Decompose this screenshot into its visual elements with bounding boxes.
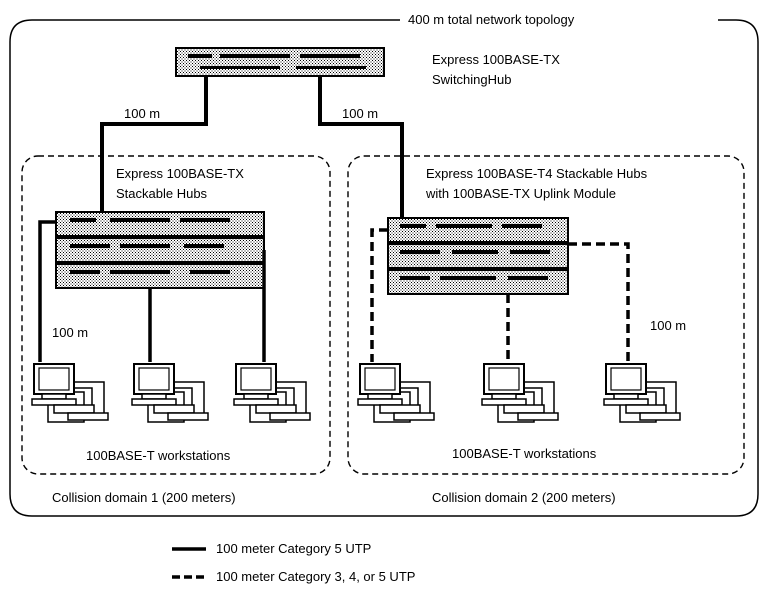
- domain1-workstation-2: [131, 363, 209, 423]
- diagram-title: 400 m total network topology: [408, 12, 575, 27]
- domain2-drop-length: 100 m: [650, 318, 686, 333]
- domain2-caption: Collision domain 2 (200 meters): [432, 490, 616, 505]
- domain2-workstations-label: 100BASE-T workstations: [452, 446, 597, 461]
- trunk-left-cable: [100, 76, 208, 212]
- domain2-cable-ws1: [370, 228, 388, 362]
- domain1-workstation-1: [31, 363, 109, 423]
- trunk-right-length: 100 m: [342, 106, 378, 121]
- domain2-workstation-2: [481, 363, 559, 423]
- domain1-hub-label-line1: Express 100BASE-TX: [116, 166, 244, 181]
- domain1-hub-label-line2: Stackable Hubs: [116, 186, 208, 201]
- switching-hub-label-line1: Express 100BASE-TX: [432, 52, 560, 67]
- domain2-stackable-hubs: [387, 217, 569, 295]
- domain1-cable-ws1: [38, 220, 56, 362]
- domain1-caption: Collision domain 1 (200 meters): [52, 490, 236, 505]
- domain2-boundary: [347, 155, 745, 475]
- domain2-cable-ws3: [568, 242, 630, 362]
- domain1-drop-length: 100 m: [52, 325, 88, 340]
- domain2-hub-label-line2: with 100BASE-TX Uplink Module: [425, 186, 616, 201]
- legend-dashed-label: 100 meter Category 3, 4, or 5 UTP: [216, 569, 415, 584]
- legend-solid-label: 100 meter Category 5 UTP: [216, 541, 371, 556]
- outer-boundary: [9, 19, 759, 517]
- domain1-workstations-label: 100BASE-T workstations: [86, 448, 231, 463]
- domain1-boundary: [21, 155, 331, 475]
- domain2-workstation-3: [603, 363, 681, 423]
- domain2-hub-label-line1: Express 100BASE-T4 Stackable Hubs: [426, 166, 648, 181]
- domain1-stackable-hubs: [55, 211, 265, 289]
- switching-hub: [175, 47, 385, 77]
- legend: 100 meter Category 5 UTP 100 meter Categ…: [172, 541, 415, 584]
- domain2-workstation-1: [357, 363, 435, 423]
- trunk-left-length: 100 m: [124, 106, 160, 121]
- domain1-workstation-3: [233, 363, 311, 423]
- switching-hub-label-line2: SwitchingHub: [432, 72, 512, 87]
- trunk-right-cable: [318, 76, 404, 218]
